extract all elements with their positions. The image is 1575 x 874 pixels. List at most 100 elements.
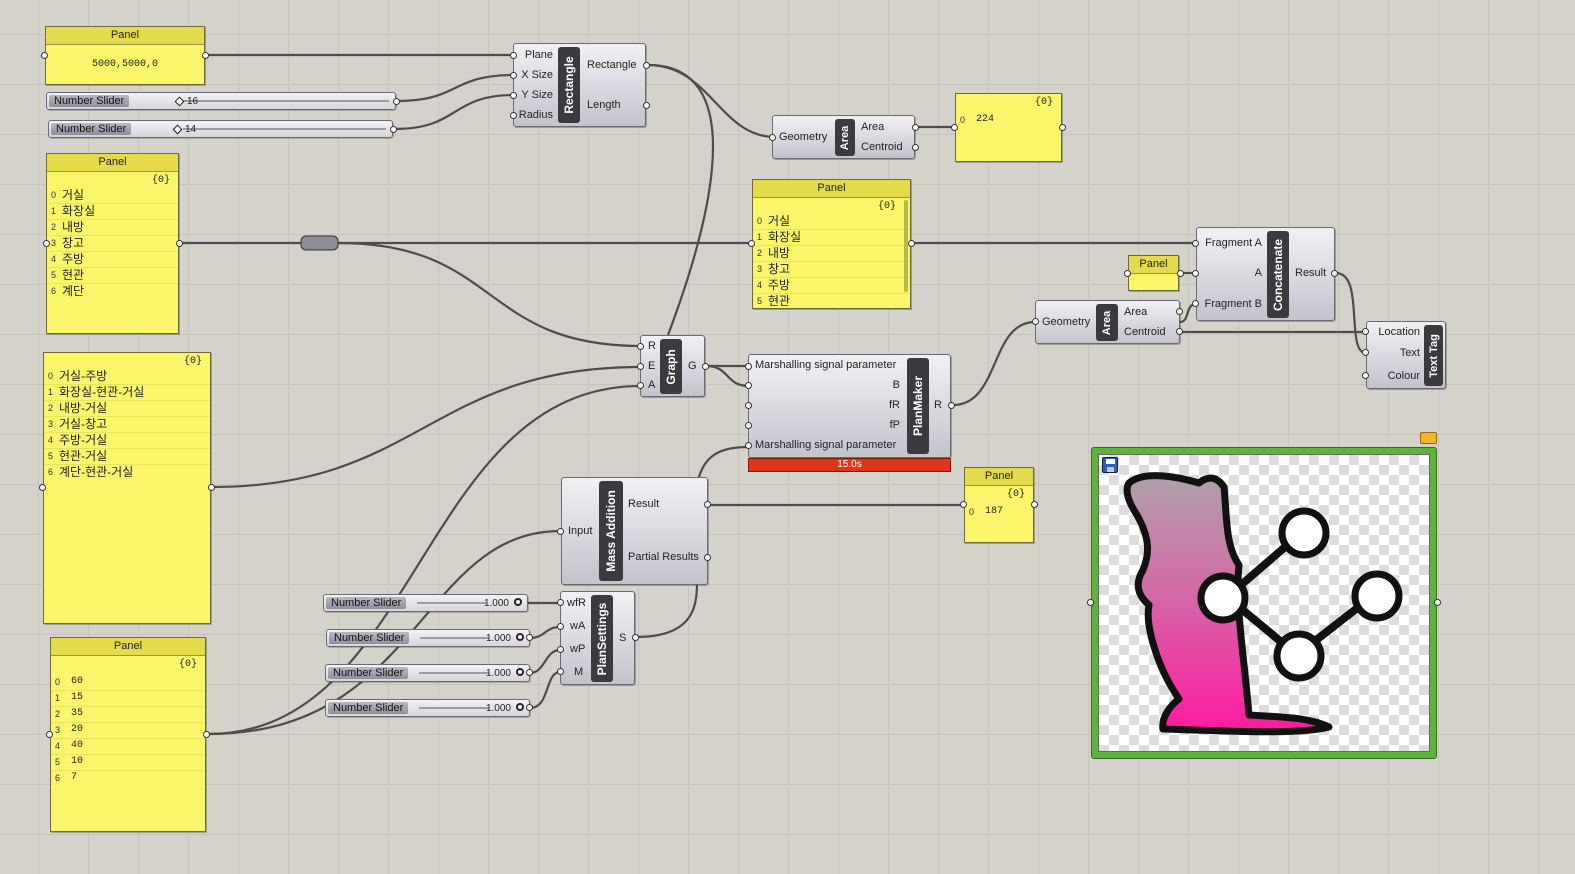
port[interactable] (912, 124, 919, 131)
port[interactable] (1331, 270, 1338, 277)
input-plane: Plane (524, 49, 553, 61)
port[interactable] (951, 124, 958, 131)
panel-scrollbar[interactable] (904, 200, 908, 292)
port[interactable] (208, 484, 215, 491)
port[interactable] (41, 52, 48, 59)
port[interactable] (748, 240, 755, 247)
area-component-2[interactable]: Geometry Area Area Centroid (1035, 300, 1180, 344)
number-slider-m[interactable]: Number Slider 1.000 (325, 699, 530, 717)
slider-handle[interactable] (514, 598, 522, 606)
port[interactable] (643, 62, 650, 69)
wire (705, 364, 750, 388)
port[interactable] (702, 363, 709, 370)
port[interactable] (390, 126, 397, 133)
port[interactable] (557, 599, 564, 606)
port[interactable] (1031, 501, 1038, 508)
port[interactable] (203, 731, 210, 738)
plansettings-component[interactable]: wfR wA wP M PlanSettings S (560, 591, 635, 685)
port[interactable] (176, 240, 183, 247)
port[interactable] (637, 382, 644, 389)
panel-empty[interactable]: Panel (1128, 255, 1179, 291)
port[interactable] (557, 646, 564, 653)
port[interactable] (745, 422, 752, 429)
port[interactable] (202, 52, 209, 59)
slider-handle[interactable] (516, 633, 524, 641)
panel-plane[interactable]: Panel 5000,5000,0 (45, 26, 205, 85)
note-icon[interactable] (1420, 432, 1437, 444)
port[interactable] (1177, 270, 1184, 277)
port[interactable] (912, 144, 919, 151)
number-slider-wp[interactable]: Number Slider 1.000 (325, 664, 530, 682)
port[interactable] (948, 402, 955, 409)
port[interactable] (510, 52, 517, 59)
port[interactable] (1362, 349, 1369, 356)
slider-handle[interactable] (516, 703, 524, 711)
port[interactable] (526, 704, 533, 711)
port[interactable] (393, 98, 400, 105)
port[interactable] (769, 134, 776, 141)
rectangle-component[interactable]: Plane X Size Y Size Radius Rectangle Rec… (513, 43, 646, 127)
port[interactable] (908, 240, 915, 247)
slider-handle[interactable] (516, 668, 524, 676)
port[interactable] (557, 623, 564, 630)
image-component[interactable] (1091, 447, 1437, 759)
port[interactable] (1362, 328, 1369, 335)
planmaker-component[interactable]: Marshalling signal parameter B fR fP Mar… (748, 354, 951, 458)
number-slider-y[interactable]: Number Slider 14 (48, 120, 393, 138)
port[interactable] (1124, 270, 1131, 277)
port[interactable] (704, 554, 711, 561)
port[interactable] (745, 402, 752, 409)
slider-handle[interactable] (172, 124, 183, 135)
port[interactable] (1362, 372, 1369, 379)
port[interactable] (510, 72, 517, 79)
port[interactable] (745, 382, 752, 389)
number-slider-x[interactable]: Number Slider 16 (46, 92, 396, 110)
port[interactable] (1176, 328, 1183, 335)
port[interactable] (745, 363, 752, 370)
mass-addition-component[interactable]: Input Mass Addition Result Partial Resul… (561, 477, 708, 585)
graph-component[interactable]: R E A Graph G (640, 335, 705, 397)
port[interactable] (526, 634, 533, 641)
port[interactable] (1192, 300, 1199, 307)
text-tag-component[interactable]: Location Text Colour Text Tag (1366, 321, 1446, 389)
save-icon[interactable] (1102, 457, 1118, 473)
port[interactable] (510, 112, 517, 119)
port[interactable] (1434, 599, 1441, 606)
port[interactable] (643, 102, 650, 109)
port[interactable] (1192, 270, 1199, 277)
port[interactable] (704, 501, 711, 508)
number-slider-wfr[interactable]: Number Slider 1.000 (323, 594, 528, 612)
port[interactable] (43, 240, 50, 247)
port[interactable] (637, 363, 644, 370)
port[interactable] (960, 501, 967, 508)
input-r: R (648, 340, 656, 352)
concatenate-component[interactable]: Fragment A A Fragment B Concatenate Resu… (1196, 227, 1335, 321)
input-wfr: wfR (567, 597, 586, 609)
port[interactable] (637, 343, 644, 350)
port[interactable] (1032, 318, 1039, 325)
slider-handle[interactable] (174, 96, 185, 107)
port[interactable] (510, 92, 517, 99)
port[interactable] (1176, 308, 1183, 315)
number-slider-wa[interactable]: Number Slider 1.000 (326, 629, 530, 647)
port[interactable] (46, 731, 53, 738)
port[interactable] (526, 669, 533, 676)
area-component-1[interactable]: Geometry Area Area Centroid (772, 115, 915, 159)
wire (529, 625, 561, 640)
port[interactable] (1059, 124, 1066, 131)
port[interactable] (1192, 240, 1199, 247)
port[interactable] (1087, 599, 1094, 606)
output-partial-results: Partial Results (628, 551, 699, 563)
port[interactable] (557, 668, 564, 675)
port[interactable] (632, 634, 639, 641)
port[interactable] (557, 528, 564, 535)
port[interactable] (745, 442, 752, 449)
port[interactable] (39, 484, 46, 491)
